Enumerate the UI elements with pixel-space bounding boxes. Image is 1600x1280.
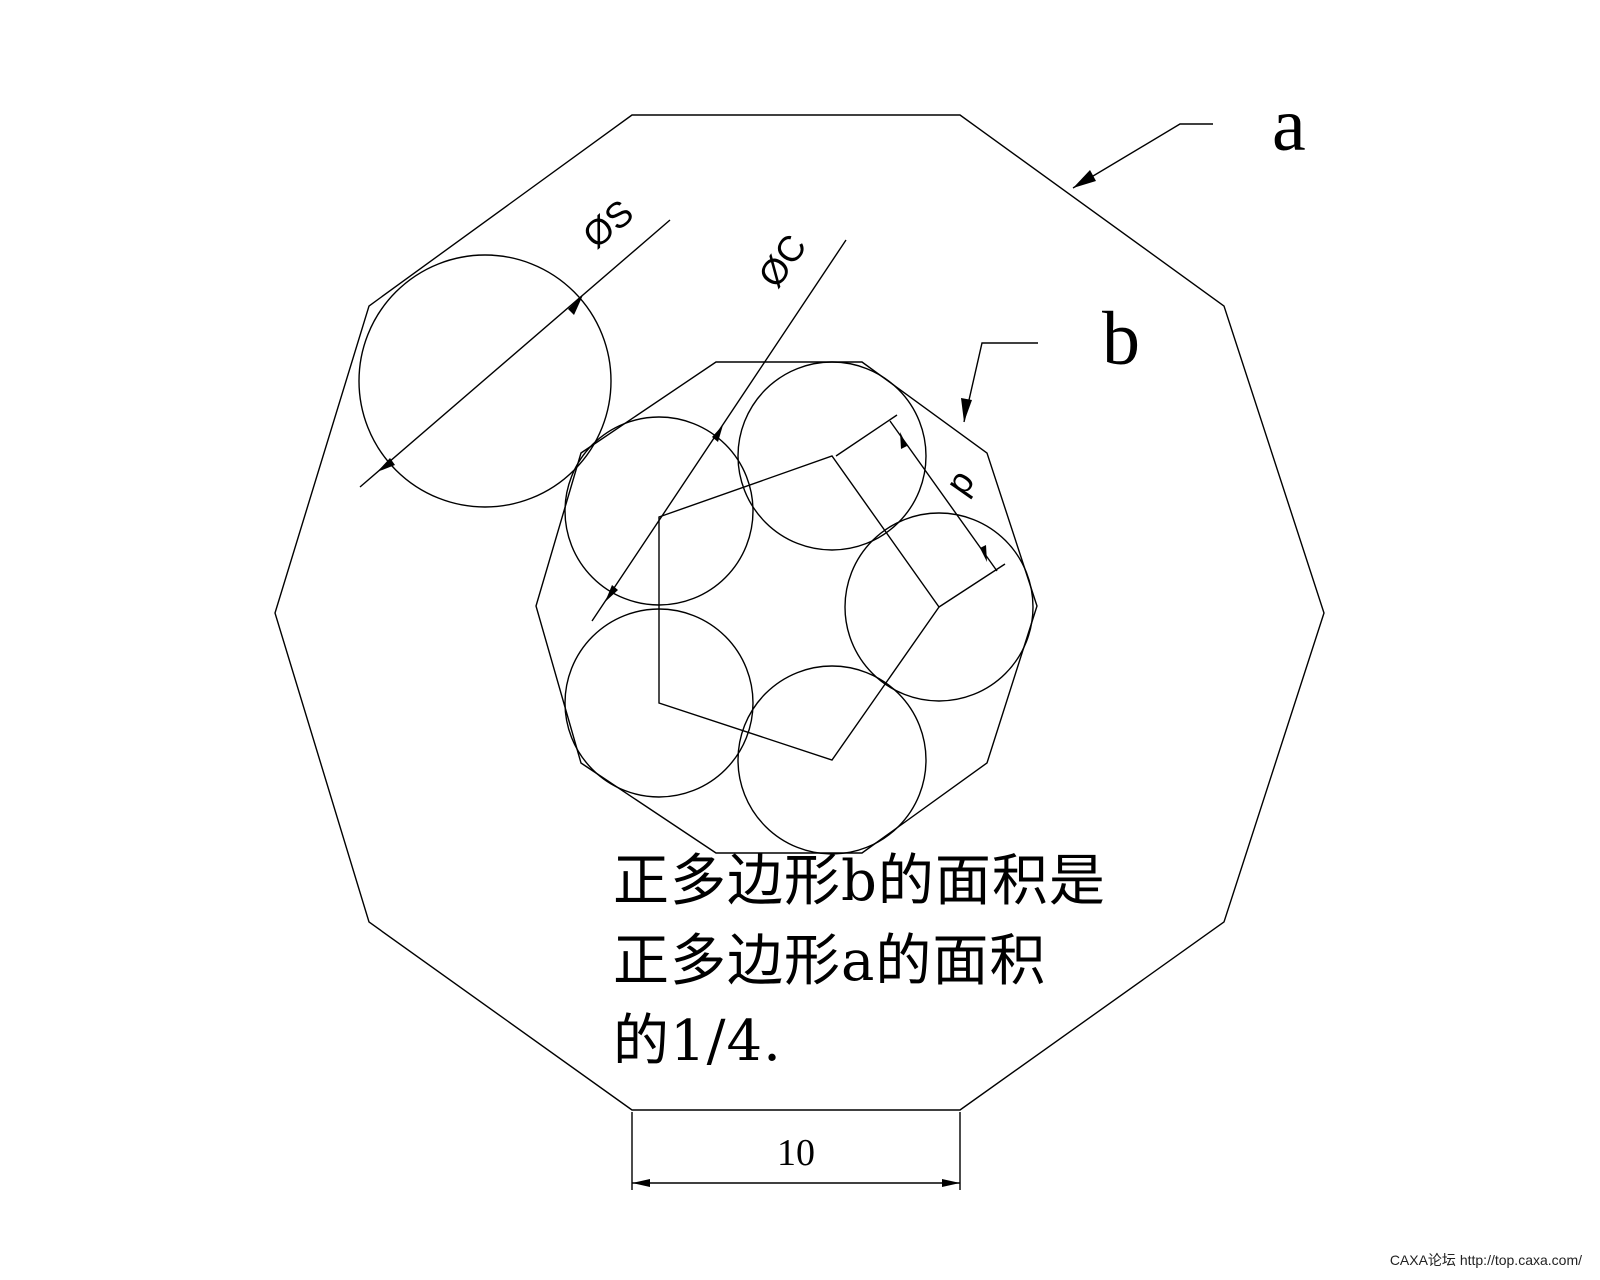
dim-ext-d-1 (835, 414, 898, 457)
center-pentagon (658, 455, 940, 761)
dim-line-s (359, 219, 671, 488)
circle-2 (737, 361, 927, 551)
arrow-d2-icon (980, 545, 987, 562)
watermark: CAXA论坛 http://top.caxa.com/ (1389, 1252, 1582, 1268)
leader-b (963, 342, 1038, 423)
label-b: b (1102, 297, 1140, 381)
area-note: 正多边形b的面积是 正多边形a的面积 的1/4. (613, 842, 1173, 1082)
label-dim-s: ØS (575, 191, 641, 256)
circle-s (358, 254, 612, 508)
circle-5 (737, 665, 927, 855)
dim-ext-d-2 (938, 563, 1006, 608)
arrow-b-icon (961, 398, 972, 422)
arrow-10-right-icon (942, 1179, 960, 1187)
label-a: a (1272, 83, 1306, 167)
arrow-s1-icon (377, 458, 395, 472)
dim-line-d (889, 420, 998, 572)
polygon-a (274, 114, 1325, 1111)
leader-a (1072, 123, 1213, 189)
arrow-a-icon (1073, 170, 1096, 188)
circle-3 (844, 512, 1034, 702)
arrow-c2-icon (712, 425, 723, 442)
note-line-2: 正多边形a的面积 (613, 929, 1047, 994)
note-line-1: 正多边形b的面积是 (613, 849, 1106, 914)
arrow-c1-icon (605, 585, 618, 602)
arrow-d1-icon (900, 432, 907, 449)
label-dim-d: d (942, 465, 987, 505)
note-line-3: 的1/4. (613, 1009, 782, 1074)
arrow-10-left-icon (632, 1179, 650, 1187)
polygon-b (535, 361, 1038, 854)
label-dim-10: 10 (777, 1132, 815, 1174)
label-dim-c: ØC (750, 227, 815, 295)
arrow-s2-icon (568, 295, 583, 315)
